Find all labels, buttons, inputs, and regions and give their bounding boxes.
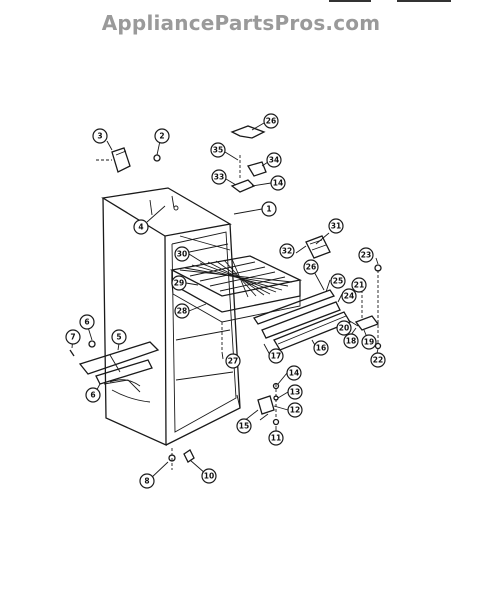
callout-label: 21 [354, 281, 364, 290]
callout: 29 [171, 275, 187, 291]
callout: 3 [92, 128, 108, 144]
part-2 [153, 154, 161, 162]
callout: 5 [111, 329, 127, 345]
callout-label: 25 [333, 277, 343, 286]
top-rule-left [329, 0, 371, 2]
callout: 27 [225, 353, 241, 369]
callout-label: 12 [290, 406, 300, 415]
small-hardware [257, 382, 280, 426]
callout-label: 16 [316, 344, 326, 353]
callout: 17 [268, 348, 284, 364]
callout-label: 2 [159, 132, 164, 141]
callout: 15 [236, 418, 252, 434]
callout: 2 [154, 128, 170, 144]
callout-label: 5 [116, 333, 121, 342]
callout-label: 14 [289, 369, 299, 378]
callout: 10 [201, 468, 217, 484]
watermark-text: AppliancePartsPros.com [101, 11, 381, 35]
callout-label: 7 [70, 333, 75, 342]
callout-label: 26 [266, 117, 276, 126]
callout: 26 [303, 259, 319, 275]
callout: 1 [261, 201, 277, 217]
callout-label: 6 [84, 318, 89, 327]
callout: 20 [336, 320, 352, 336]
callout-label: 22 [373, 356, 383, 365]
callout-label: 34 [269, 156, 279, 165]
callout: 28 [174, 303, 190, 319]
callout-label: 19 [364, 338, 374, 347]
callout: 16 [313, 340, 329, 356]
callout-label: 6 [90, 391, 95, 400]
part-3 [96, 147, 131, 173]
callout-label: 20 [339, 324, 349, 333]
cabinet-body [101, 187, 241, 447]
shelf-assembly [170, 255, 303, 352]
callout-label: 3 [97, 132, 102, 141]
callout: 12 [287, 402, 303, 418]
callout-label: 24 [344, 292, 354, 301]
part-26-top [230, 125, 266, 139]
callout-label: 33 [214, 173, 224, 182]
hinge-parts [230, 155, 267, 193]
right-hardware [347, 264, 382, 350]
callout: 14 [286, 365, 302, 381]
callout-label: 29 [174, 279, 184, 288]
callout: 8 [139, 473, 155, 489]
callout: 6 [85, 387, 101, 403]
callout: 22 [370, 352, 386, 368]
callout: 7 [65, 329, 81, 345]
callout: 24 [341, 288, 357, 304]
callout: 13 [287, 384, 303, 400]
callout: 4 [133, 219, 149, 235]
callout: 23 [358, 247, 374, 263]
callout-label: 13 [290, 388, 300, 397]
callout: 35 [210, 142, 226, 158]
callout-label: 17 [271, 352, 281, 361]
callout-label: 1 [266, 205, 271, 214]
callout: 34 [266, 152, 282, 168]
bottom-hardware [168, 448, 195, 470]
callout: 11 [268, 430, 284, 446]
callout: 18 [343, 333, 359, 349]
left-screws [69, 340, 96, 357]
left-bracket [78, 341, 160, 393]
callout: 33 [211, 169, 227, 185]
callout-label: 10 [204, 472, 214, 481]
callout-label: 26 [306, 263, 316, 272]
callout-label: 14 [273, 179, 283, 188]
callout: 14 [270, 175, 286, 191]
callout-label: 28 [177, 307, 187, 316]
callout-label: 11 [271, 434, 281, 443]
callout: 6 [79, 314, 95, 330]
callout-label: 18 [346, 337, 356, 346]
callout-label: 4 [138, 223, 143, 232]
callout-label: 27 [228, 357, 238, 366]
callout-label: 30 [177, 250, 187, 259]
callout-label: 31 [331, 222, 341, 231]
callout-label: 8 [144, 477, 149, 486]
part-31 [305, 235, 331, 259]
top-rule-right [397, 0, 451, 2]
callout-label: 32 [282, 247, 292, 256]
callout: 21 [351, 277, 367, 293]
callout: 19 [361, 334, 377, 350]
callout: 32 [279, 243, 295, 259]
callout-label: 35 [213, 146, 223, 155]
callout: 31 [328, 218, 344, 234]
callout: 26 [263, 113, 279, 129]
callout-label: 15 [239, 422, 249, 431]
callout: 30 [174, 246, 190, 262]
callout: 25 [330, 273, 346, 289]
callout-label: 23 [361, 251, 371, 260]
